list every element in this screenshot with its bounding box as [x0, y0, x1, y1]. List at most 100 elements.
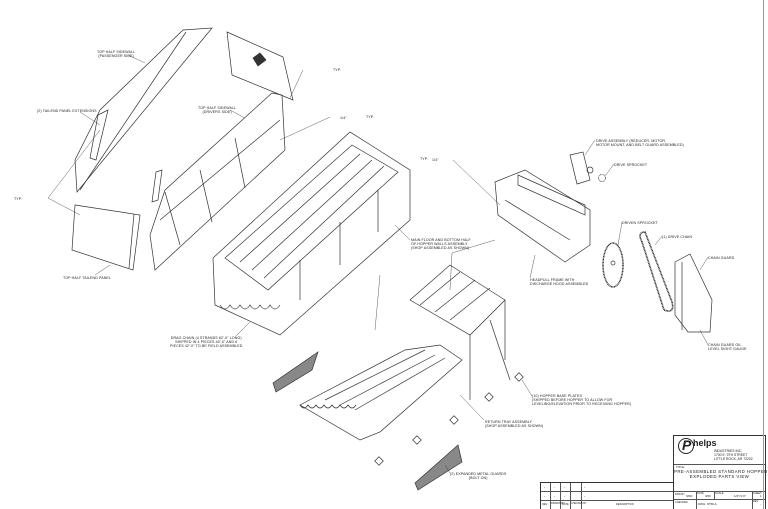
dwg-label: DWG	[698, 502, 706, 506]
drive-chain	[639, 231, 674, 312]
hopper-base-plates	[374, 372, 524, 466]
address-line: INDUSTRIES INC.	[714, 449, 743, 453]
front-panel-part	[226, 31, 294, 101]
label-line: (10) HOPPER BASE PLATES	[532, 394, 582, 398]
rev-cell: -	[544, 485, 546, 489]
label-line: RETURN TRAY ASSEMBLY	[485, 420, 533, 424]
label-drag-chain: DRAG CHAIN (4 STRANDS 62'-0" LONG)SHIPPE…	[170, 336, 242, 349]
weld-dimension: 1/4"	[432, 158, 439, 162]
weld-callout-typ: TYP.	[420, 157, 428, 161]
label-driven-sprocket: DRIVEN SPROCKET	[622, 221, 658, 225]
weld-dimension: 1/4"	[340, 116, 347, 120]
date-label: DATE	[697, 492, 704, 495]
label-sidewall-passenger: TOP HALF SIDEWALL(PASSENGER SIDE)	[97, 50, 135, 58]
rev-header: DESCRIPTION	[616, 503, 634, 506]
label-line: OF HOPPER WALLS ASSEMBLY	[411, 242, 468, 247]
company-logo: P	[678, 437, 694, 454]
rev-header: CHECKED BY	[571, 502, 587, 505]
rev-header: DRAWN BY	[551, 502, 565, 505]
rev-header: REV.	[542, 503, 548, 506]
label-chain-guard: CHAIN GUARD	[708, 256, 735, 260]
rev-cell: -	[544, 494, 546, 498]
label-tailend-ext: (2) TAILEND PANEL EXTENSIONS	[37, 109, 97, 113]
title-block: P helps INDUSTRIES INC.1700 E. 9TH STREE…	[673, 435, 768, 509]
expanded-metal-guard	[272, 351, 463, 491]
title-line: EXPLODED PARTS VIEW	[689, 474, 750, 479]
rev-label: REV.	[753, 500, 759, 503]
date-value: 3/00	[705, 494, 711, 498]
dwg-number: 9759-A	[707, 502, 717, 506]
label-tailend-panel: TOP HALF TAILEND PANEL	[63, 276, 112, 280]
label-line: DRIVE ASSEMBLY (REDUCER, MOTOR,	[596, 139, 667, 143]
scale-label: SCALE	[715, 492, 724, 495]
address-line: LITTLE ROCK, AR 72202	[714, 457, 753, 461]
chain-guard	[674, 253, 713, 333]
label-line: (2) EXPANDED METAL GUARDS	[450, 472, 507, 476]
label-sidewall-drivers: TOP HALF SIDEWALL(DRIVERS SIDE)	[198, 106, 236, 114]
label-line: (SHOP ASSEMBLED AS SHOWN)	[411, 246, 470, 251]
drn-by-label: DRN BY	[675, 493, 685, 496]
label-line: HEADPULL FRAME WITH	[530, 278, 575, 282]
scale-value: 1/4"=1'0"	[734, 494, 746, 498]
rev-cell: -	[554, 494, 556, 498]
address-line: 1700 E. 9TH STREET	[714, 453, 748, 457]
rev-cell: -	[564, 485, 566, 489]
sidewall-passenger-part	[74, 27, 213, 193]
label-return-tray: RETURN TRAY ASSEMBLY(SHOP ASSEMBLED AS S…	[485, 420, 543, 428]
rev-header: DATE	[562, 503, 569, 506]
weld-callout-typ: TYP.	[366, 115, 374, 119]
rev-cell: -	[554, 485, 556, 489]
label-drive-sprocket: DRIVE SPROCKET	[614, 163, 648, 167]
label-line: PIECES 42'-0" TO BE FIELD ASSEMBLED	[170, 344, 243, 349]
drive-assembly	[569, 151, 594, 185]
label-drive-chain: (1) DRIVE CHAIN	[662, 235, 693, 239]
sheet-value: 1	[760, 494, 762, 498]
title-label: TITLE:	[676, 465, 686, 469]
label-line: (PASSENGER SIDE)	[98, 54, 134, 59]
label-line: (DRIVERS SIDE)	[202, 110, 232, 115]
rev-value: -	[760, 502, 761, 506]
label-line: TOP HALF SIDEWALL	[97, 50, 136, 54]
label-line: DISCHARGE HOOD ASSEMBLED	[530, 282, 589, 287]
label-line: MOTOR MOUNT, AND BELT GUARD ASSEMBLED)	[596, 143, 684, 148]
weld-callout-typ: TYP.	[14, 197, 22, 201]
label-base-plates: (10) HOPPER BASE PLATES(SHIPPED BEFORE H…	[532, 394, 631, 407]
company-name: helps	[693, 438, 717, 448]
label-line: TOP HALF SIDEWALL	[198, 106, 237, 110]
main-floor-assembly	[212, 131, 411, 336]
tailend-panel-extension	[151, 169, 163, 203]
label-line: MAIN FLOOR AND BOTTOM HALF	[411, 238, 471, 242]
label-line: (SHIPPED BEFORE HOPPER TO ALLOW FOR	[532, 398, 613, 403]
label-line: (BOLT ON)	[468, 476, 488, 481]
revision-table: - - - - - - - - REV. DRAWN BY DATE CHECK…	[540, 482, 675, 509]
headpull-frame	[494, 169, 591, 263]
sidewall-drivers-part	[149, 92, 286, 271]
title-line: PRE-ASSEMBLED STANDARD HOPPER	[674, 469, 768, 474]
sheet-label: SHEET	[753, 492, 762, 495]
label-line: LEVELING/ELEVATION PRIOR TO RECEIVING HO…	[532, 402, 632, 407]
label-line: (SHOP ASSEMBLED AS SHOWN)	[485, 424, 544, 429]
label-line: LEVEL SIGHT GAUGE	[708, 347, 747, 352]
drive-sprocket	[598, 174, 606, 182]
label-drive-assembly: DRIVE ASSEMBLY (REDUCER, MOTOR,MOTOR MOU…	[596, 139, 684, 147]
rev-cell: -	[584, 494, 586, 498]
drn-by-value: SMC	[686, 494, 693, 498]
return-tray-assembly	[299, 264, 511, 441]
label-line: SHIPPED IN 4 PIECES 40'-0" AND 6	[175, 340, 238, 345]
checked-label: CHECKED	[675, 501, 688, 504]
leader-lines	[47, 54, 709, 474]
label-line: DRAG CHAIN (4 STRANDS 62'-0" LONG)	[170, 336, 242, 340]
label-line: CHAIN GUARD OIL	[708, 343, 742, 347]
label-metal-guards: (2) EXPANDED METAL GUARDS(BOLT ON)	[450, 472, 506, 480]
rev-cell: -	[584, 485, 586, 489]
rev-cell: -	[564, 494, 566, 498]
weld-callout-typ: TYP.	[333, 68, 341, 72]
driven-sprocket	[602, 242, 624, 288]
